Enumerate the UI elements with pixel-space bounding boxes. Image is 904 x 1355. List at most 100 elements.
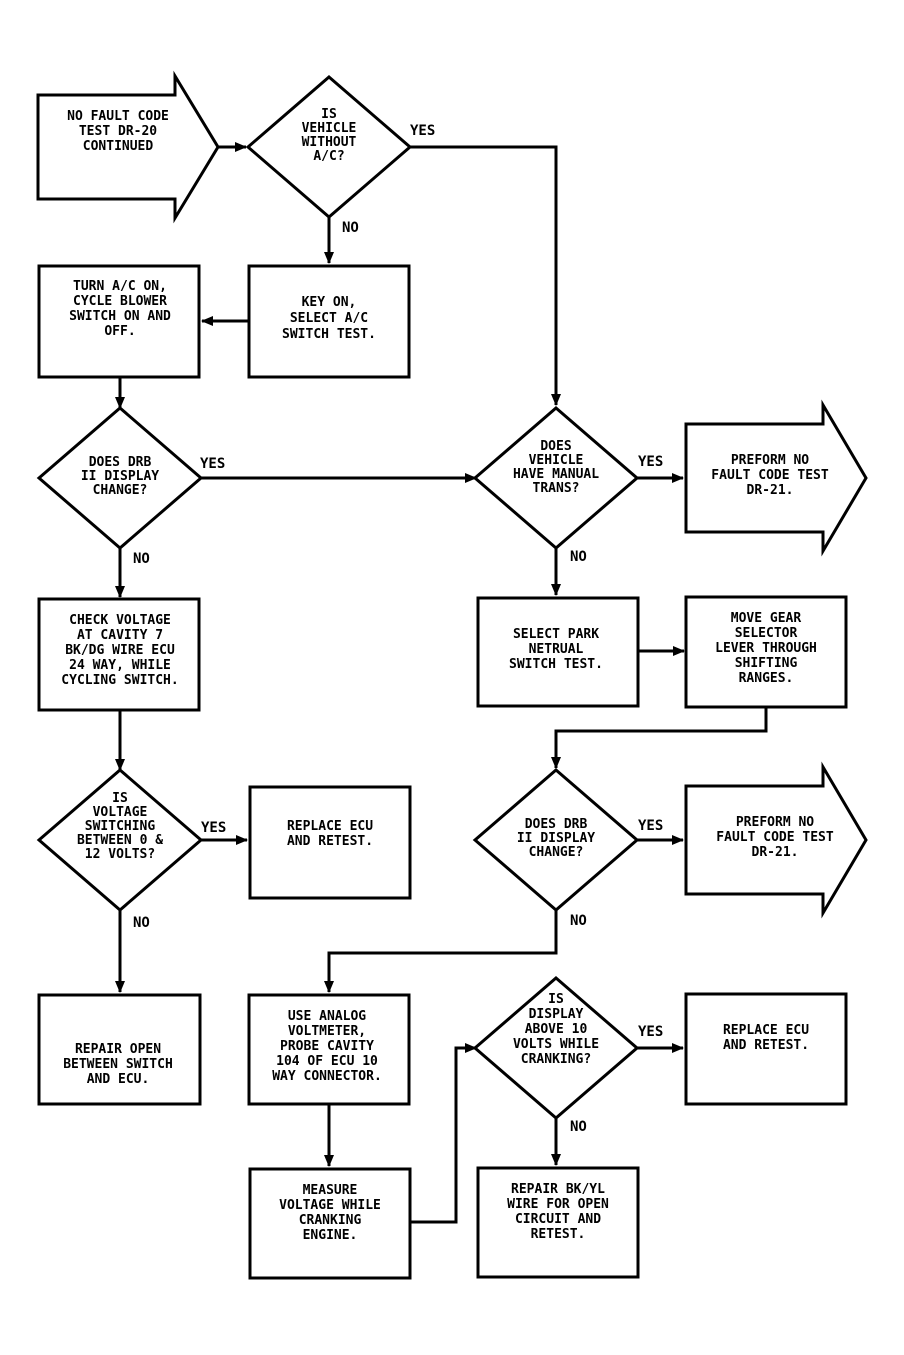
- q-display-above-line: VOLTS WHILE: [513, 1037, 599, 1052]
- perform-dr21-a-line: PREFORM NO: [731, 453, 809, 468]
- use-analog-line: PROBE CAVITY: [280, 1039, 374, 1054]
- start-line: NO FAULT CODE: [67, 109, 169, 124]
- label-yes-q-voltage: YES: [201, 820, 226, 836]
- perform-dr21-a-line: FAULT CODE TEST: [711, 468, 829, 483]
- shapes: [36, 70, 868, 1280]
- move-gear-line: LEVER THROUGH: [715, 641, 817, 656]
- label-yes-q-ac: YES: [410, 123, 435, 139]
- repair-open-line: BETWEEN SWITCH: [63, 1057, 173, 1072]
- decision-display-above-shape: [472, 976, 640, 1120]
- q-drb-display-2-line: DOES DRB: [525, 817, 588, 832]
- decision-manual-trans-shape: [472, 406, 640, 550]
- label-yes-q-drb1: YES: [200, 456, 225, 472]
- repair-bkyl-line: RETEST.: [531, 1227, 586, 1242]
- decision-drb2-shape: [472, 768, 640, 912]
- terminal-dr21-b-shape: [684, 761, 868, 919]
- q-display-above-line: DISPLAY: [529, 1007, 584, 1022]
- replace-ecu-1-line: REPLACE ECU: [287, 819, 373, 834]
- repair-bkyl-line: CIRCUIT AND: [515, 1212, 601, 1227]
- check-voltage-line: CYCLING SWITCH.: [61, 673, 178, 688]
- q-display-above-line: CRANKING?: [521, 1052, 591, 1067]
- q-manual-trans-line: HAVE MANUAL: [513, 467, 599, 482]
- q-drb-display-2-line: II DISPLAY: [517, 831, 595, 846]
- use-analog-line: USE ANALOG: [288, 1009, 366, 1024]
- process-select-park-shape: [476, 596, 640, 708]
- select-park-line: SELECT PARK: [513, 627, 599, 642]
- q-voltage-switching-line: IS: [112, 791, 128, 806]
- repair-bkyl-line: REPAIR BK/YL: [511, 1182, 605, 1197]
- repair-open-line: REPAIR OPEN: [75, 1042, 161, 1057]
- q-vehicle-ac-line: WITHOUT: [302, 135, 357, 150]
- measure-voltage-line: CRANKING: [299, 1213, 362, 1228]
- edge-labels: YES NO YES NO YES NO YES NO YES NO YES N…: [133, 123, 663, 1135]
- q-vehicle-ac-line: IS: [321, 107, 337, 122]
- repair-bkyl-line: WIRE FOR OPEN: [507, 1197, 609, 1212]
- label-yes-q-trans: YES: [638, 454, 663, 470]
- process-repair-open-shape: [37, 993, 202, 1106]
- perform-dr21-b-line: PREFORM NO: [736, 815, 814, 830]
- replace-ecu-1-line: AND RETEST.: [287, 834, 373, 849]
- start-line: CONTINUED: [83, 139, 154, 154]
- check-voltage-line: BK/DG WIRE ECU: [65, 643, 175, 658]
- q-drb-display-2-line: CHANGE?: [529, 845, 584, 860]
- q-voltage-switching-line: VOLTAGE: [93, 805, 148, 820]
- label-yes-q-display: YES: [638, 1024, 663, 1040]
- move-gear-line: MOVE GEAR: [731, 611, 802, 626]
- q-drb-display-1-line: CHANGE?: [93, 483, 148, 498]
- q-vehicle-ac-line: A/C?: [313, 149, 344, 164]
- terminal-dr21-a-shape: [684, 399, 868, 557]
- connector-measure-to-q-display: [410, 1043, 477, 1224]
- check-voltage-line: CHECK VOLTAGE: [69, 613, 171, 628]
- q-voltage-switching-line: 12 VOLTS?: [85, 847, 155, 862]
- select-park-line: SWITCH TEST.: [509, 657, 603, 672]
- measure-voltage-line: ENGINE.: [303, 1228, 358, 1243]
- key-on-line: SELECT A/C: [290, 311, 368, 326]
- q-drb-display-1-line: DOES DRB: [89, 455, 152, 470]
- process-move-gear-shape: [684, 595, 848, 709]
- process-repair-bkyl-shape: [476, 1166, 640, 1279]
- perform-dr21-b-line: DR-21.: [752, 845, 799, 860]
- decision-voltage-switching-shape: [36, 768, 204, 912]
- repair-open-line: AND ECU.: [87, 1072, 150, 1087]
- move-gear-line: RANGES.: [739, 671, 794, 686]
- label-no-q-drb1: NO: [133, 551, 150, 567]
- turn-ac-on-line: CYCLE BLOWER: [73, 294, 167, 309]
- process-use-analog-shape: [247, 993, 411, 1106]
- key-on-line: KEY ON,: [302, 295, 357, 310]
- decision-drb1-shape: [36, 406, 204, 550]
- use-analog-line: VOLTMETER,: [288, 1024, 366, 1039]
- process-measure-voltage-shape: [248, 1167, 412, 1280]
- connector-gear-to-q-drb2: [551, 707, 768, 769]
- connector-q-drb2-no: [324, 910, 558, 993]
- process-turn-ac-shape: [37, 264, 201, 379]
- process-key-on-shape: [247, 264, 411, 379]
- q-voltage-switching-line: SWITCHING: [85, 819, 156, 834]
- check-voltage-line: AT CAVITY 7: [77, 628, 163, 643]
- label-yes-q-drb2: YES: [638, 818, 663, 834]
- q-voltage-switching-line: BETWEEN 0 &: [77, 833, 163, 848]
- start-arrow-shape: [36, 70, 220, 224]
- q-display-above-line: ABOVE 10: [525, 1022, 588, 1037]
- perform-dr21-a-line: DR-21.: [747, 483, 794, 498]
- process-replace-ecu-2-shape: [684, 992, 848, 1106]
- turn-ac-on-line: SWITCH ON AND: [69, 309, 171, 324]
- label-no-q-display: NO: [570, 1119, 587, 1135]
- replace-ecu-2-line: REPLACE ECU: [723, 1023, 809, 1038]
- label-no-q-trans: NO: [570, 549, 587, 565]
- label-no-q-voltage: NO: [133, 915, 150, 931]
- measure-voltage-line: MEASURE: [303, 1183, 358, 1198]
- label-no-q-ac: NO: [342, 220, 359, 236]
